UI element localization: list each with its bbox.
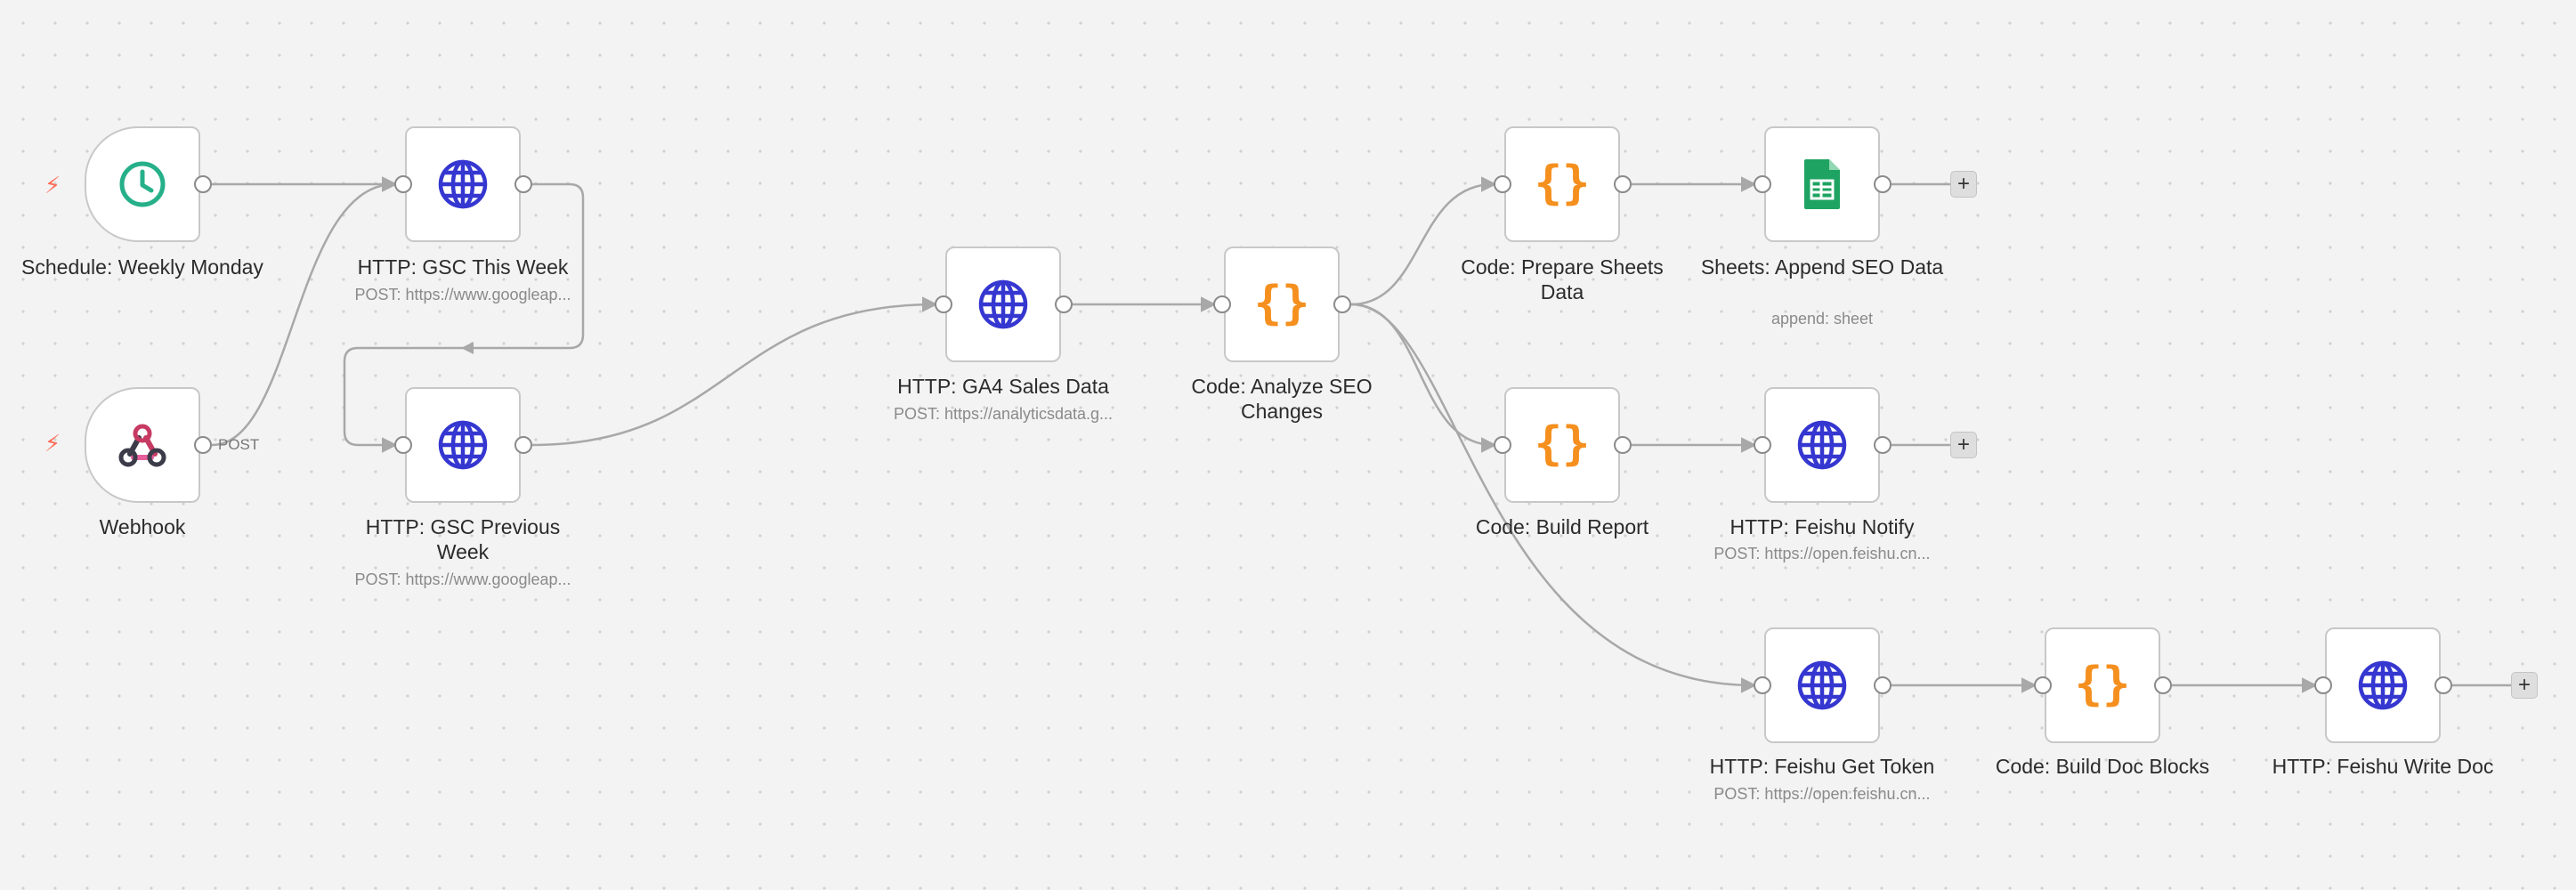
node-http-gsc-this-week[interactable] [405,126,521,242]
node-label: Code: Build Doc Blocks [1995,755,2210,778]
svg-text:{}: {} [2075,658,2131,711]
output-port[interactable] [194,436,212,454]
output-port[interactable] [514,436,532,454]
output-port[interactable] [1874,175,1891,193]
globe-icon [2354,657,2411,714]
node-http-feishu-get-token[interactable] [1764,627,1880,743]
add-node-button[interactable]: + [1950,171,1977,198]
edge-gsc-prev-to-ga4[interactable] [531,296,938,447]
edge-direction-arrow [461,342,474,354]
node-label: Webhook [99,515,186,538]
code-braces-icon: {} [2074,657,2131,714]
output-port[interactable] [194,175,212,193]
input-port[interactable] [1754,676,1771,694]
node-subtitle: POST: https://www.googleap... [354,286,571,303]
input-port[interactable] [935,295,952,313]
svg-text:{}: {} [1535,417,1591,471]
webhook-icon [114,417,171,473]
code-braces-icon: {} [1534,156,1591,213]
output-port[interactable] [1614,175,1632,193]
output-port[interactable] [1333,295,1351,313]
node-subtitle: POST: https://www.googleap... [354,570,571,588]
output-port[interactable] [2154,676,2172,694]
node-label: HTTP: GSC Previous Week [365,515,561,563]
globe-icon [434,417,491,473]
edge-label-post: POST [218,436,260,453]
output-port[interactable] [2434,676,2452,694]
input-port[interactable] [394,436,412,454]
node-http-gsc-previous-week[interactable] [405,387,521,503]
node-label: Code: Build Report [1475,515,1649,538]
add-node-button[interactable]: + [2511,672,2538,699]
node-code-build-doc-blocks[interactable]: {} [2045,627,2160,743]
node-label: HTTP: Feishu Write Doc [2272,755,2494,778]
node-webhook[interactable] [85,387,200,503]
input-port[interactable] [2034,676,2052,694]
output-port[interactable] [1874,676,1891,694]
output-port[interactable] [514,175,532,193]
node-http-feishu-notify[interactable] [1764,387,1880,503]
node-subtitle: append: sheet [1770,310,1874,328]
google-sheets-icon [1794,156,1851,213]
clock-icon [114,156,171,213]
input-port[interactable] [1494,436,1511,454]
input-port[interactable] [1494,175,1511,193]
node-http-feishu-write-doc[interactable] [2325,627,2441,743]
output-port[interactable] [1874,436,1891,454]
input-port[interactable] [2314,676,2332,694]
node-label: Sheets: Append SEO Data [1700,255,1944,279]
svg-text:{}: {} [1535,157,1591,210]
node-http-ga4-sales-data[interactable] [945,247,1061,362]
globe-icon [434,156,491,213]
globe-icon [1794,417,1851,473]
node-label: Code: Prepare Sheets Data [1461,255,1664,303]
input-port[interactable] [1213,295,1231,313]
node-subtitle: POST: https://analyticsdata.g... [893,405,1114,423]
node-code-build-report[interactable]: {} [1504,387,1620,503]
node-label: Schedule: Weekly Monday [21,255,263,279]
node-sheets-append-seo-data[interactable] [1764,126,1880,242]
node-subtitle: POST: https://open.feishu.cn... [1713,545,1931,562]
node-schedule-weekly-monday[interactable] [85,126,200,242]
output-port[interactable] [1055,295,1073,313]
input-port[interactable] [394,175,412,193]
node-label: Code: Analyze SEO Changes [1191,375,1373,423]
code-braces-icon: {} [1253,276,1310,333]
svg-text:{}: {} [1254,277,1310,330]
node-label: HTTP: GSC This Week [357,255,569,279]
globe-icon [1794,657,1851,714]
node-subtitle: POST: https://open.feishu.cn... [1713,785,1931,803]
input-port[interactable] [1754,175,1771,193]
node-label: HTTP: GA4 Sales Data [897,375,1109,398]
node-code-analyze-seo-changes[interactable]: {} [1224,247,1340,362]
trigger-lightning-icon: ⚡ [44,172,61,198]
trigger-lightning-icon: ⚡ [44,430,61,457]
node-label: HTTP: Feishu Notify [1729,515,1915,538]
code-braces-icon: {} [1534,417,1591,473]
globe-icon [975,276,1032,333]
output-port[interactable] [1614,436,1632,454]
node-label: HTTP: Feishu Get Token [1709,755,1935,778]
add-node-button[interactable]: + [1950,432,1977,458]
input-port[interactable] [1754,436,1771,454]
node-code-prepare-sheets-data[interactable]: {} [1504,126,1620,242]
edge-webhook-to-gsc-this[interactable] [211,176,398,447]
